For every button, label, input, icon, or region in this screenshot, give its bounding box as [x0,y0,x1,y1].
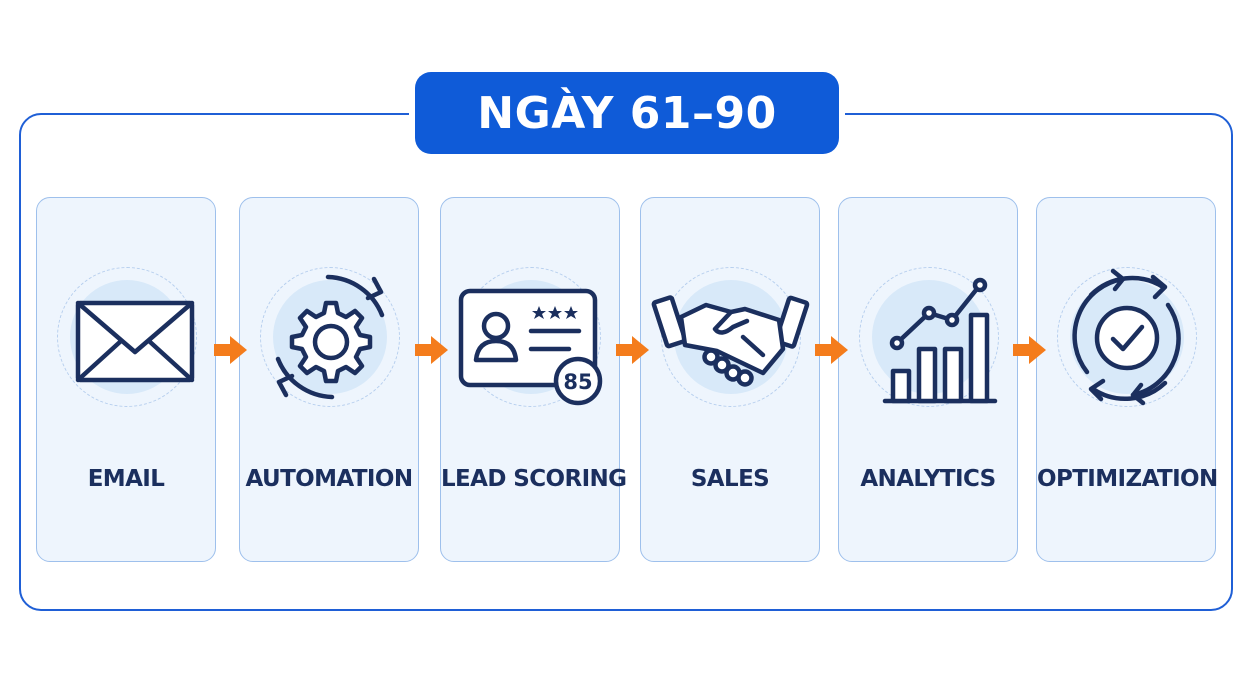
step-card-sales: SALES [640,197,820,562]
envelope-icon [75,300,195,383]
score-badge: 85 [563,370,592,394]
step-label: SALES [690,466,770,492]
step-card-analytics: ANALYTICS [838,197,1018,562]
arrow-right-icon [415,336,448,364]
profile-card-score-icon: 85 [458,288,603,406]
arrow-right-icon [1013,336,1046,364]
gear-cycle-icon [275,274,385,400]
step-label: OPTIMIZATION [1037,466,1218,492]
arrow-right-icon [616,336,649,364]
step-card-automation: AUTOMATION [239,197,419,562]
arrow-right-icon [815,336,848,364]
step-card-lead-scoring: 85 LEAD SCORING [440,197,627,562]
check-cycle-icon [1072,268,1181,406]
step-label: EMAIL [87,466,165,492]
step-card-optimization: OPTIMIZATION [1036,197,1218,562]
step-card-email: EMAIL [36,197,216,562]
handshake-icon [651,295,810,387]
title-banner: NGÀY 61–90 [415,72,839,154]
rating-stars [532,306,578,319]
step-label: ANALYTICS [860,466,996,492]
bar-chart-trend-icon [882,277,998,404]
step-label: LEAD SCORING [441,466,627,492]
step-label: AUTOMATION [245,466,414,492]
arrow-right-icon [214,336,247,364]
